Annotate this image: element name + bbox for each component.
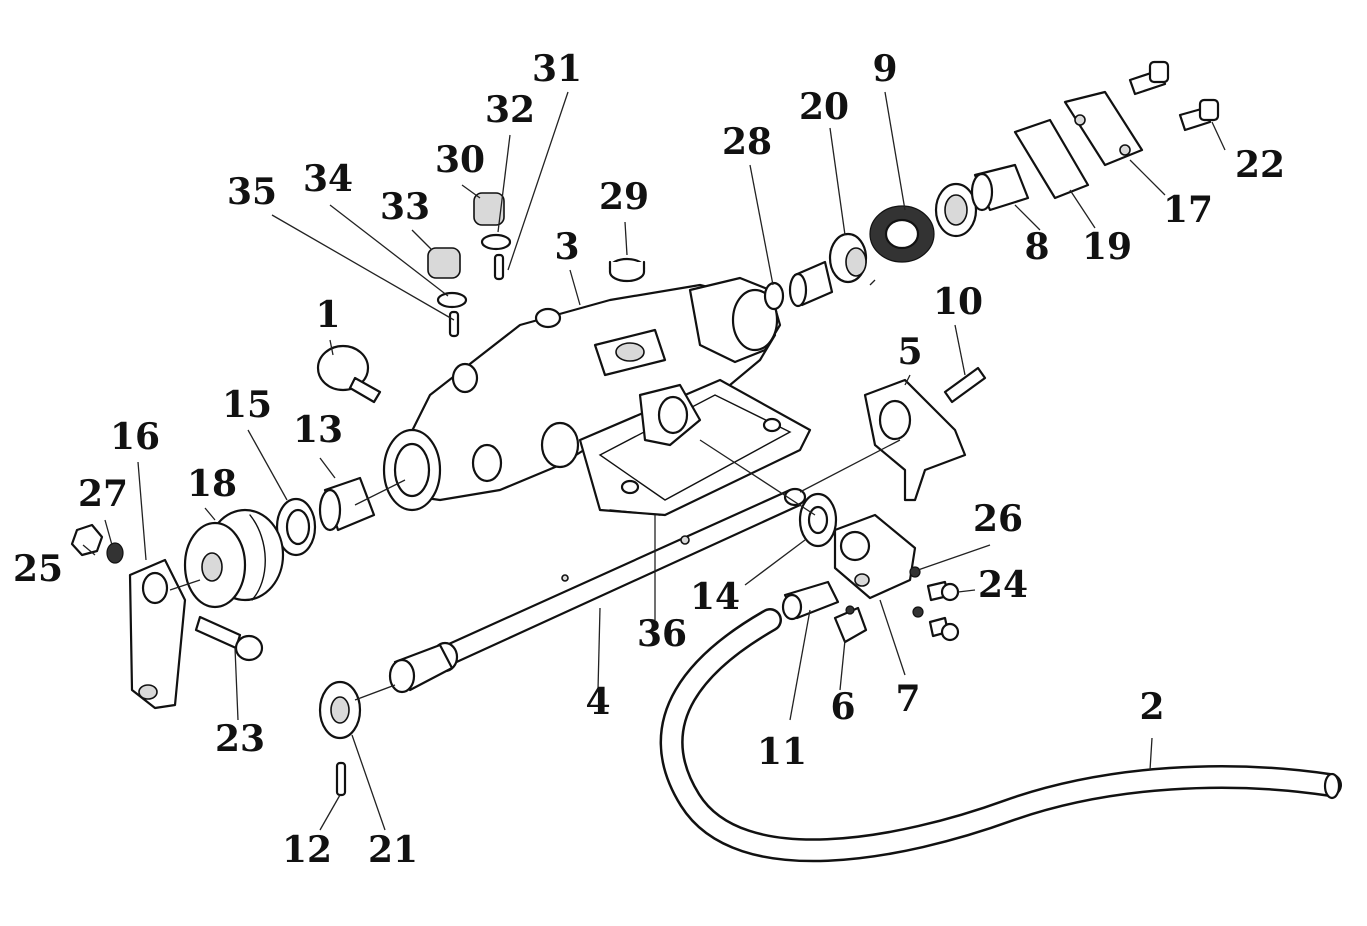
callout-35: 35 [227, 171, 277, 213]
callout-13: 13 [293, 409, 343, 451]
part-24 [926, 580, 960, 642]
callout-9: 9 [872, 48, 897, 90]
part-17 [1063, 90, 1144, 167]
part-29 [608, 257, 646, 283]
callout-21: 21 [368, 829, 418, 871]
part-19 [1013, 118, 1090, 200]
leader-lines [82, 91, 1226, 831]
part-2-hose [659, 608, 1342, 863]
part-7 [833, 513, 917, 600]
callout-labels: 1 2 3 4 5 6 7 8 9 10 11 12 13 14 15 16 1… [13, 48, 1285, 871]
part-sleeve-upper [788, 260, 834, 308]
callout-24: 24 [978, 564, 1028, 606]
callout-14: 14 [690, 576, 740, 618]
part-20 [828, 232, 868, 284]
part-13 [318, 476, 376, 532]
part-16 [128, 558, 187, 710]
part-26 [909, 566, 924, 618]
part-27 [106, 542, 124, 564]
callout-16: 16 [110, 416, 160, 458]
part-bearing [934, 182, 978, 238]
callout-29: 29 [599, 176, 649, 218]
callout-5: 5 [897, 331, 922, 373]
part-15 [275, 497, 317, 557]
callout-3: 3 [554, 226, 579, 268]
part-6 [833, 605, 868, 644]
callout-7: 7 [895, 678, 920, 720]
callout-30: 30 [435, 139, 485, 181]
part-9 [869, 205, 935, 263]
part-11 [781, 580, 840, 621]
callout-25: 25 [13, 548, 63, 590]
callout-1: 1 [315, 294, 340, 336]
callout-36: 36 [637, 613, 687, 655]
callout-22: 22 [1235, 144, 1285, 186]
part-36 [609, 509, 661, 516]
callout-15: 15 [222, 384, 272, 426]
part-5 [863, 378, 967, 502]
part-4 [388, 487, 807, 694]
part-10 [943, 366, 987, 404]
part-23 [194, 615, 264, 662]
callout-6: 6 [830, 686, 855, 728]
callout-17: 17 [1163, 189, 1213, 231]
callout-32: 32 [485, 89, 535, 131]
callout-10: 10 [933, 281, 983, 323]
part-25 [70, 523, 104, 557]
part-21 [318, 680, 362, 740]
part-33 [427, 247, 468, 338]
callout-18: 18 [187, 463, 237, 505]
callout-23: 23 [215, 718, 265, 760]
part-12 [335, 761, 347, 797]
callout-28: 28 [722, 121, 772, 163]
callout-27: 27 [78, 473, 128, 515]
part-18 [183, 508, 285, 609]
callout-20: 20 [799, 86, 849, 128]
part-8 [970, 163, 1030, 212]
callout-31: 31 [532, 48, 582, 90]
part-housing [382, 276, 812, 517]
callout-12: 12 [282, 829, 332, 871]
callout-34: 34 [303, 158, 353, 200]
callout-26: 26 [973, 498, 1023, 540]
callout-4: 4 [585, 681, 610, 723]
callout-33: 33 [380, 186, 430, 228]
callout-11: 11 [757, 731, 807, 773]
part-14 [798, 492, 838, 548]
callout-8: 8 [1024, 226, 1049, 268]
part-22 [1128, 60, 1220, 132]
callout-19: 19 [1082, 226, 1132, 268]
part-1 [316, 344, 382, 404]
part-28 [763, 281, 785, 311]
callout-2: 2 [1139, 686, 1164, 728]
part-30 [473, 192, 512, 281]
